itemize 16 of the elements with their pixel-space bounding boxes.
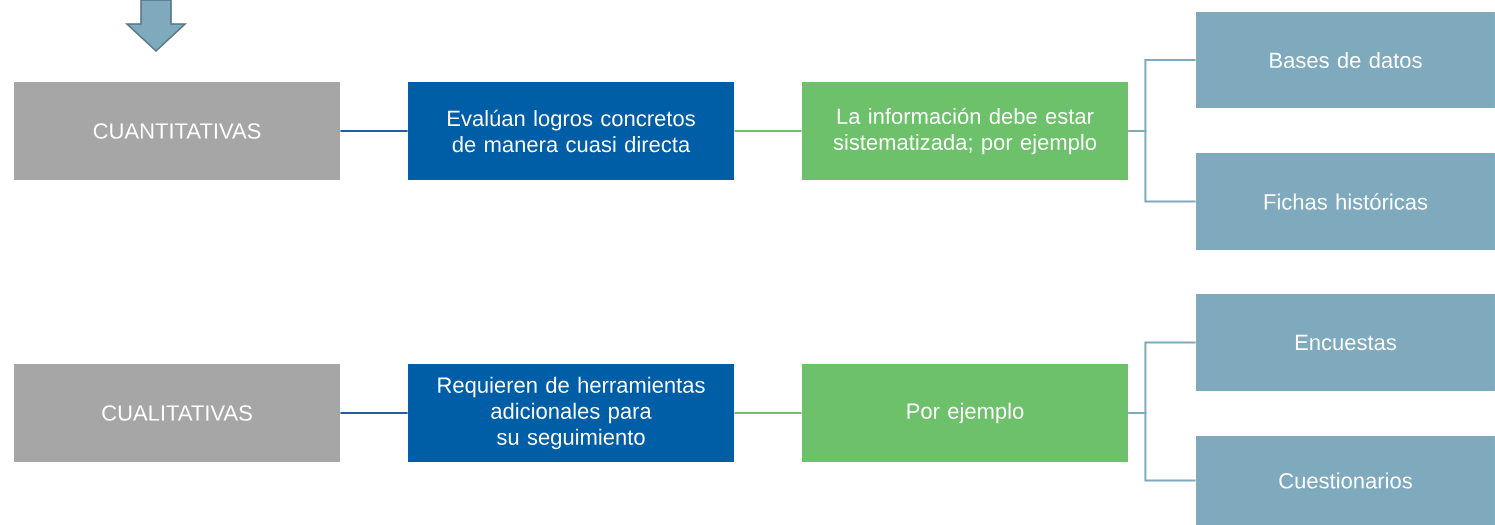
category-box: CUANTITATIVAS (14, 82, 340, 180)
description-box: Requieren de herramientas adicionales para su seguimiento (408, 364, 734, 462)
connector-line (339, 412, 409, 414)
example-box: La información debe estar sistematizada; por ejemplo (802, 82, 1128, 180)
category-box: CUALITATIVAS (14, 364, 340, 462)
example-item-box: Cuestionarios (1196, 436, 1495, 525)
connector-line (339, 130, 409, 132)
example-box: Por ejemplo (802, 364, 1128, 462)
connector-line (1127, 130, 1197, 203)
connector-line (1127, 412, 1197, 482)
example-item-box: Encuestas (1196, 294, 1495, 391)
example-item-box: Fichas históricas (1196, 153, 1495, 250)
description-box: Evalúan logros concretos de manera cuasi directa (408, 82, 734, 180)
connector-line (733, 412, 803, 414)
connector-line (733, 130, 803, 132)
example-item-box: Bases de datos (1196, 12, 1495, 108)
